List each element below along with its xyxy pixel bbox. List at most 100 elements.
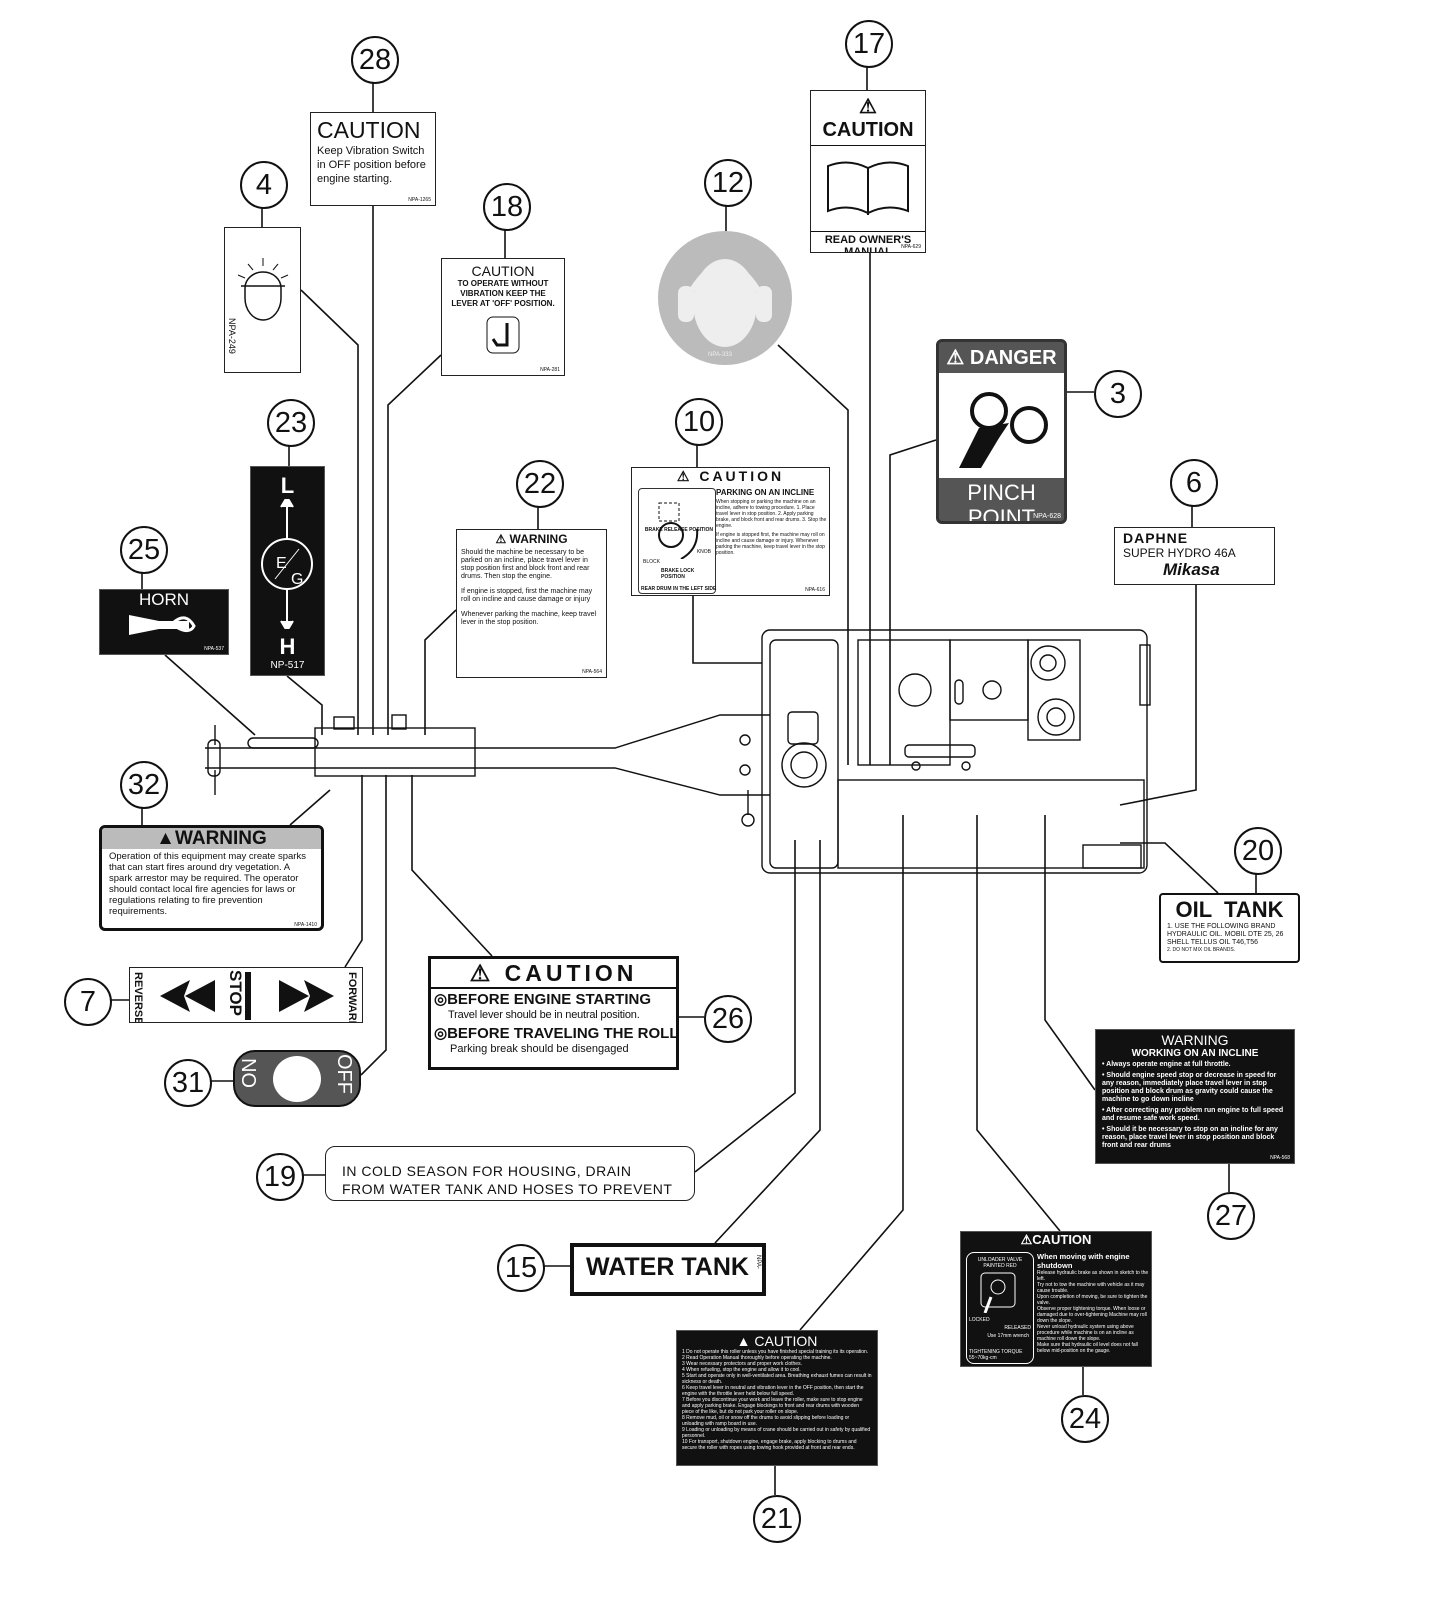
- label-code: NPA-249: [227, 318, 237, 354]
- label-item: 6 Keep travel lever in neutral and vibra…: [682, 1385, 864, 1397]
- label-18-vibration-lever: CAUTION TO OPERATE WITHOUT VIBRATION KEE…: [441, 258, 565, 376]
- label-code: NPA-629: [901, 244, 921, 250]
- label-text: Parking break should be disengaged: [450, 1043, 629, 1055]
- label-off: OFF: [333, 1054, 355, 1094]
- pinch-point-icon: [939, 373, 1064, 478]
- label-item: Should the machine be necessary to be pa…: [461, 549, 590, 580]
- callout-10: 10: [675, 398, 723, 446]
- fig-label: REAR DRUM IN THE LEFT SIDE: [641, 586, 717, 592]
- switch-hole-icon: [273, 1056, 321, 1102]
- label-text: Travel lever should be in neutral positi…: [448, 1009, 640, 1021]
- label-item: 4 When refueling, stop the engine and al…: [682, 1367, 801, 1373]
- label-item: Release hydraulic brake as shown in sket…: [1037, 1270, 1149, 1282]
- label-25-horn: HORN NPA-537: [99, 589, 229, 655]
- label-24-caution-towing: ⚠CAUTION UNLOADER VALVE PAINTED RED LOCK…: [960, 1231, 1152, 1367]
- label-subtitle: WORKING ON AN INCLINE: [1131, 1048, 1259, 1059]
- label-item: 2. DO NOT MIX OIL BRANDS.: [1167, 947, 1236, 953]
- label-title: CAUTION: [1032, 1232, 1092, 1247]
- brake-sketch-icon: [658, 502, 699, 560]
- label-item: 8 Remove mud, oil or snow off the drums …: [682, 1415, 850, 1427]
- label-15-water-tank: WATER TANK NPA-: [570, 1243, 766, 1296]
- warning-triangle-icon: ⚠: [469, 960, 495, 986]
- label-item: Upon completion of moving, be sure to ti…: [1037, 1294, 1148, 1306]
- label-text: PINCH POINT: [967, 480, 1036, 524]
- label-item: 1 Do not operate this roller unless you …: [682, 1349, 869, 1355]
- callout-26: 26: [704, 995, 752, 1043]
- label-item: Observe proper tightening torque. When l…: [1037, 1306, 1147, 1324]
- label-title: CAUTION: [504, 960, 638, 986]
- callout-22: 22: [516, 460, 564, 508]
- label-title: CAUTION: [471, 263, 535, 279]
- label-text: Keep Vibration Switch in OFF position be…: [317, 145, 426, 185]
- callout-24: 24: [1061, 1395, 1109, 1443]
- ear-protection-icon: [678, 259, 772, 347]
- label-heading: BEFORE TRAVELING THE ROLLER: [447, 1025, 679, 1042]
- fig-label: TIGHTENING TORQUE 55~70kg-cm: [969, 1349, 1023, 1361]
- label-model-sub: SUPER HYDRO 46A: [1123, 546, 1236, 560]
- warning-triangle-icon: ▲: [156, 828, 175, 849]
- label-code: NPA-628: [1033, 513, 1061, 520]
- label-item: 1. USE THE FOLLOWING BRAND HYDRAULIC OIL…: [1167, 923, 1284, 946]
- label-code: NP-517: [270, 660, 305, 671]
- label-low: L: [280, 473, 295, 498]
- fig-label: RELEASED: [1004, 1325, 1031, 1331]
- warning-triangle-icon: ⚠: [859, 96, 877, 118]
- label-item: Whenever parking the machine, keep trave…: [461, 611, 597, 626]
- horn-icon: [129, 615, 196, 635]
- callout-3: 3: [1094, 370, 1142, 418]
- warning-triangle-icon: ▲: [736, 1333, 751, 1349]
- label-e: E: [276, 555, 287, 572]
- fig-label: LOCKED: [969, 1317, 990, 1323]
- label-title: HORN: [138, 590, 190, 609]
- callout-28: 28: [351, 36, 399, 84]
- label-item: If engine is stopped first, the machine …: [716, 532, 825, 556]
- callout-18: 18: [483, 183, 531, 231]
- label-item: 10 For transport, shutdown engine, engag…: [682, 1439, 857, 1451]
- valve-sketch-icon: [980, 1272, 1016, 1314]
- label-g: G: [291, 571, 304, 588]
- label-text: Operation of this equipment may create s…: [109, 851, 306, 917]
- label-code: NPA-1410: [294, 922, 317, 928]
- eg-range-icon: [261, 495, 313, 633]
- label-text: IN COLD SEASON FOR HOUSING, DRAIN FROM W…: [342, 1163, 673, 1200]
- callout-31: 31: [164, 1059, 212, 1107]
- label-item: Should engine speed stop or decrease in …: [1102, 1072, 1277, 1103]
- label-title: OIL TANK: [1175, 897, 1284, 922]
- label-code: NPA-616: [805, 587, 825, 593]
- label-19-cold-season: IN COLD SEASON FOR HOUSING, DRAIN FROM W…: [325, 1146, 695, 1201]
- fig-label: KNOB: [696, 549, 711, 555]
- label-title: WATER TANK: [586, 1253, 749, 1281]
- label-reverse: REVERSE: [132, 972, 144, 1023]
- callout-15: 15: [497, 1244, 545, 1292]
- label-4-lamp: NPA-249: [224, 227, 301, 373]
- label-item: Should it be necessary to stop on an inc…: [1102, 1126, 1278, 1149]
- label-item: 5 Start and operate only in well-ventila…: [682, 1373, 872, 1385]
- direction-arrows-icon: [160, 972, 334, 1020]
- label-high: H: [279, 634, 296, 659]
- callout-23: 23: [267, 399, 315, 447]
- label-item: 3 Wear necessary protectors and proper w…: [682, 1361, 802, 1367]
- label-title: CAUTION: [699, 468, 785, 484]
- label-17-read-manual: ⚠ CAUTION READ OWNER'S MANUAL NPA-629: [810, 90, 926, 253]
- label-title: WARNING: [174, 828, 267, 849]
- label-code: NPA-1265: [408, 197, 431, 203]
- roller-machine: [205, 629, 1151, 874]
- label-item: If engine is stopped, first the machine …: [461, 588, 593, 603]
- label-31-on-off-switch: ON OFF: [233, 1050, 361, 1107]
- label-27-warning-incline: WARNING WORKING ON AN INCLINE • Always o…: [1095, 1029, 1295, 1164]
- label-title: CAUTION: [317, 117, 421, 143]
- brake-figure: BRAKE RELEASE POSITION KNOB BLOCK BRAKE …: [638, 488, 716, 594]
- warning-triangle-icon: ⚠: [1020, 1232, 1033, 1247]
- callout-20: 20: [1234, 827, 1282, 875]
- label-title: DANGER: [969, 347, 1057, 369]
- label-code: NPA-333: [708, 352, 732, 358]
- label-item: 9 Loading or unloading by means of crane…: [682, 1427, 871, 1439]
- label-code: NPA-568: [1270, 1155, 1290, 1161]
- label-code: NPA-564: [582, 669, 602, 675]
- label-item: Try not to tow the machine with vehicle …: [1037, 1282, 1145, 1294]
- callout-4: 4: [240, 161, 288, 209]
- label-model: DAPHNE: [1123, 530, 1189, 546]
- fig-label: BRAKE LOCK POSITION: [661, 568, 695, 580]
